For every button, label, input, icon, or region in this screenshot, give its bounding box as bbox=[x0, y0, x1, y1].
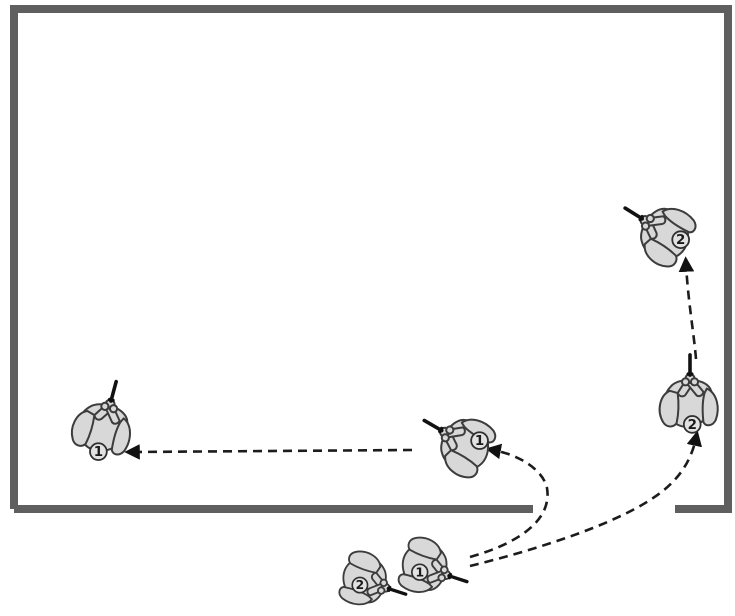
operator-2-entry-label: 2 bbox=[356, 578, 365, 592]
operator-2-mid-label: 2 bbox=[688, 418, 697, 433]
path-op2-entry bbox=[469, 430, 702, 568]
operator-2-final: 2 bbox=[607, 182, 703, 274]
operator-1-final-label: 1 bbox=[94, 445, 103, 460]
path-op1-entry bbox=[469, 443, 549, 559]
operator-1-entry-label: 1 bbox=[415, 564, 424, 579]
path-op1-to-final bbox=[124, 444, 413, 460]
room-wall-main bbox=[10, 5, 732, 513]
operator-1-mid: 1 bbox=[407, 394, 503, 485]
operator-1-entry: 1 bbox=[393, 532, 478, 609]
operator-2-mid: 2 bbox=[657, 353, 720, 434]
operator-2-final-label: 2 bbox=[676, 233, 685, 248]
operator-1-mid-label: 1 bbox=[475, 434, 484, 449]
operator-1-final: 1 bbox=[66, 371, 145, 461]
path-op2-final bbox=[678, 256, 698, 360]
operator-2-entry: 2 bbox=[334, 546, 416, 616]
